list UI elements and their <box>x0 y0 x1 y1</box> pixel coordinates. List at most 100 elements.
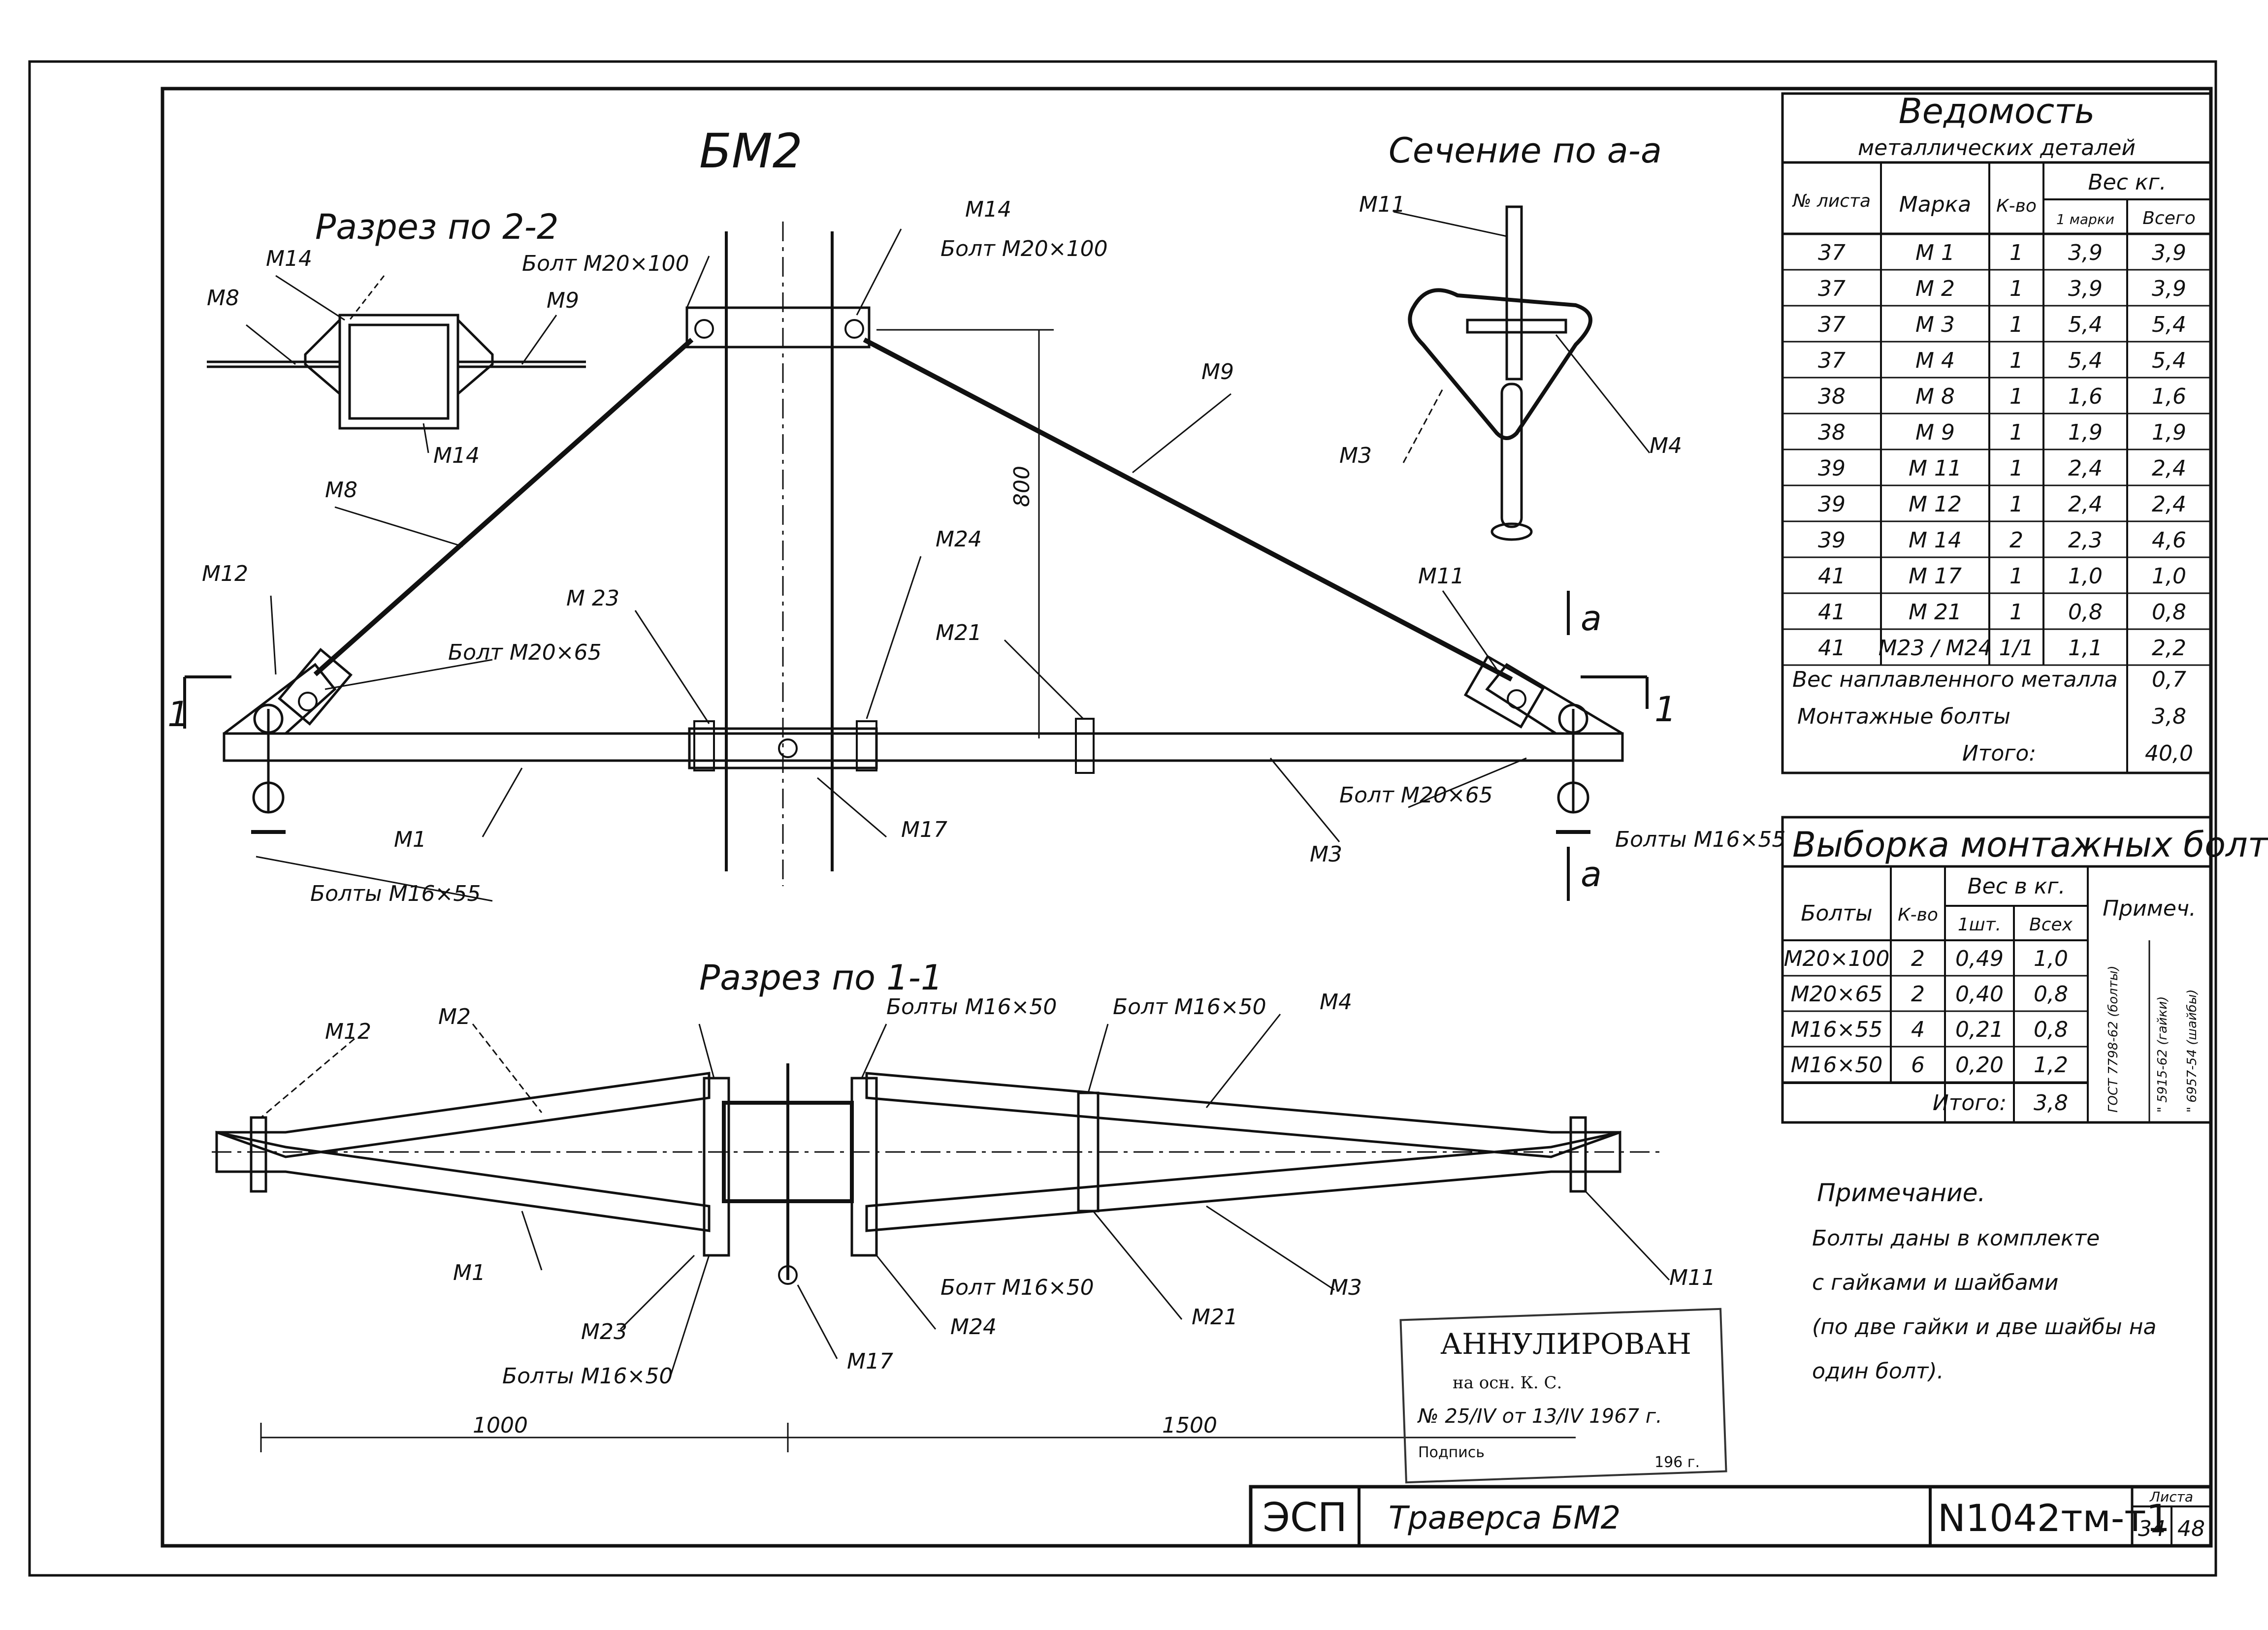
metal-cell: 37 <box>1818 312 1846 337</box>
metal-table-title2: металлических деталей <box>1858 135 2136 160</box>
label-m14-main: М14 <box>965 197 1011 222</box>
metal-cell: М 4 <box>1915 348 1955 373</box>
bolt-cell: М20×100 <box>1784 946 1890 971</box>
label-m21-s11: М21 <box>1192 1305 1238 1330</box>
label-m4-s11: М4 <box>1320 990 1352 1015</box>
section-mark-1-right: 1 <box>1654 689 1677 730</box>
metal-cell: М 21 <box>1909 600 1962 625</box>
metal-cell: М 2 <box>1915 276 1955 301</box>
note-line-2: с гайками и шайбами <box>1812 1270 2058 1295</box>
label-m4-aa: М4 <box>1650 433 1682 458</box>
metal-cell: 1,0 <box>2068 564 2103 589</box>
label-m11-main: М11 <box>1418 564 1464 589</box>
label-m14-bottom: М14 <box>433 443 480 468</box>
title-block-sheets-total: 48 <box>2177 1516 2205 1541</box>
bolt-cell: 2 <box>1911 946 1925 971</box>
metal-total-value: 40,0 <box>2145 741 2193 766</box>
bolt-total-value: 3,8 <box>2034 1090 2068 1116</box>
bolt-header-note: Примеч. <box>2103 896 2196 921</box>
metal-cell: 39 <box>1818 492 1846 517</box>
metal-cell: М 3 <box>1915 312 1955 337</box>
stamp-line-5: 196 г. <box>1654 1454 1700 1471</box>
label-bolt-m16x50-top: Болт М16×50 <box>1113 994 1266 1020</box>
title-block-name: Траверса БМ2 <box>1389 1500 1620 1536</box>
stamp-line-1: АННУЛИРОВАН <box>1440 1327 1691 1361</box>
metal-cell: 1,1 <box>2068 636 2103 661</box>
metal-cell: 2,4 <box>2152 492 2186 517</box>
metal-cell: 4,6 <box>2152 528 2186 553</box>
bolt-cell: 0,21 <box>1955 1017 2004 1042</box>
dim-1000: 1000 <box>473 1413 528 1438</box>
metal-cell: 38 <box>1818 384 1846 409</box>
label-m9-s22: М9 <box>547 288 579 313</box>
metal-cell: 2 <box>2009 528 2023 553</box>
bolt-cell: 0,8 <box>2034 982 2068 1007</box>
label-bolts-m16x55-right: Болты М16×55 <box>1615 827 1785 852</box>
section-mark-a-bottom: а <box>1581 854 1602 895</box>
title-block-sheet-no: 34 <box>2138 1516 2166 1541</box>
section-22-title: Разрез по 2-2 <box>315 207 558 247</box>
label-m24-s11: М24 <box>950 1314 997 1340</box>
label-m14-top: М14 <box>266 246 312 271</box>
metal-cell: М 17 <box>1909 564 1962 589</box>
label-bolts-m16x55-left: Болты М16×55 <box>310 881 481 906</box>
bolt-header-weight: Вес в кг. <box>1967 874 2065 899</box>
metal-cell: 1 <box>2009 348 2023 373</box>
stamp-line-2: на осн. К. С. <box>1453 1373 1562 1393</box>
metal-cell: 1,6 <box>2068 384 2103 409</box>
label-m17-main: М17 <box>901 817 947 842</box>
label-m12-main: М12 <box>202 561 248 586</box>
bolt-cell: М16×50 <box>1791 1053 1883 1078</box>
metal-cell: М 14 <box>1909 528 1962 553</box>
section-22-drawing <box>207 275 586 453</box>
note-line-1: Болты даны в комплекте <box>1812 1226 2100 1251</box>
metal-cell: М 1 <box>1915 240 1955 265</box>
annulled-stamp: АННУЛИРОВАН на осн. К. С. № 25/IV от 13/… <box>1399 1308 1727 1484</box>
bolt-header-one: 1шт. <box>1958 915 2001 935</box>
section-11-title: Разрез по 1-1 <box>699 958 942 998</box>
metal-cell: 1 <box>2009 384 2023 409</box>
metal-total-label: Итого: <box>1962 741 2036 766</box>
label-m23-main: М 23 <box>566 586 619 611</box>
bolt-note3: " 6957-54 (шайбы) <box>2185 989 2200 1113</box>
bolt-cell: 0,49 <box>1955 946 2004 971</box>
metal-cell: М 11 <box>1909 456 1962 481</box>
bolt-cell: 0,40 <box>1955 982 2004 1007</box>
metal-cell: 0,8 <box>2152 600 2186 625</box>
label-m17-s11: М17 <box>847 1349 893 1374</box>
metal-cell: М23 / М24 <box>1879 636 1992 661</box>
bolt-cell: 2 <box>1911 982 1925 1007</box>
dim-800: 800 <box>1009 466 1035 507</box>
bolt-header-bolts: Болты <box>1801 901 1873 926</box>
metal-cell: 37 <box>1818 240 1846 265</box>
main-title: БМ2 <box>699 124 803 179</box>
metal-cell: 41 <box>1818 636 1846 661</box>
bolt-cell: М16×55 <box>1791 1017 1883 1042</box>
title-block-code: N1042тм-т1 <box>1938 1496 2170 1540</box>
note-line-4: один болт). <box>1812 1359 1944 1384</box>
section-mark-1-left: 1 <box>167 694 190 735</box>
metal-cell: М 12 <box>1909 492 1962 517</box>
metal-cell: 1 <box>2009 240 2023 265</box>
label-bolts-m16x50-bottom: Болты М16×50 <box>502 1364 673 1389</box>
metal-cell: 1,9 <box>2152 420 2186 445</box>
metal-weld-value: 0,7 <box>2152 667 2186 692</box>
bolt-cell: 1,2 <box>2034 1053 2068 1078</box>
metal-cell: 2,3 <box>2068 528 2103 553</box>
metal-cell: 1/1 <box>1999 636 2034 661</box>
label-m8-s22: М8 <box>207 286 239 311</box>
outer-frame <box>28 60 2217 1577</box>
metal-bolts-value: 3,8 <box>2152 704 2186 729</box>
label-m8-main: М8 <box>325 478 357 503</box>
bolt-cell: М20×65 <box>1791 982 1883 1007</box>
label-bolt-m20x65-left: Болт М20×65 <box>448 640 602 665</box>
bolt-note2: " 5915-62 (гайки) <box>2155 996 2170 1113</box>
metal-header-sheet: № листа <box>1792 191 1871 211</box>
bolt-cell: 0,8 <box>2034 1017 2068 1042</box>
metal-cell: 1 <box>2009 312 2023 337</box>
bolt-table-title: Выборка монтажных болтов <box>1792 825 2268 865</box>
metal-cell: 1 <box>2009 420 2023 445</box>
section-aa-drawing <box>1393 205 1651 541</box>
